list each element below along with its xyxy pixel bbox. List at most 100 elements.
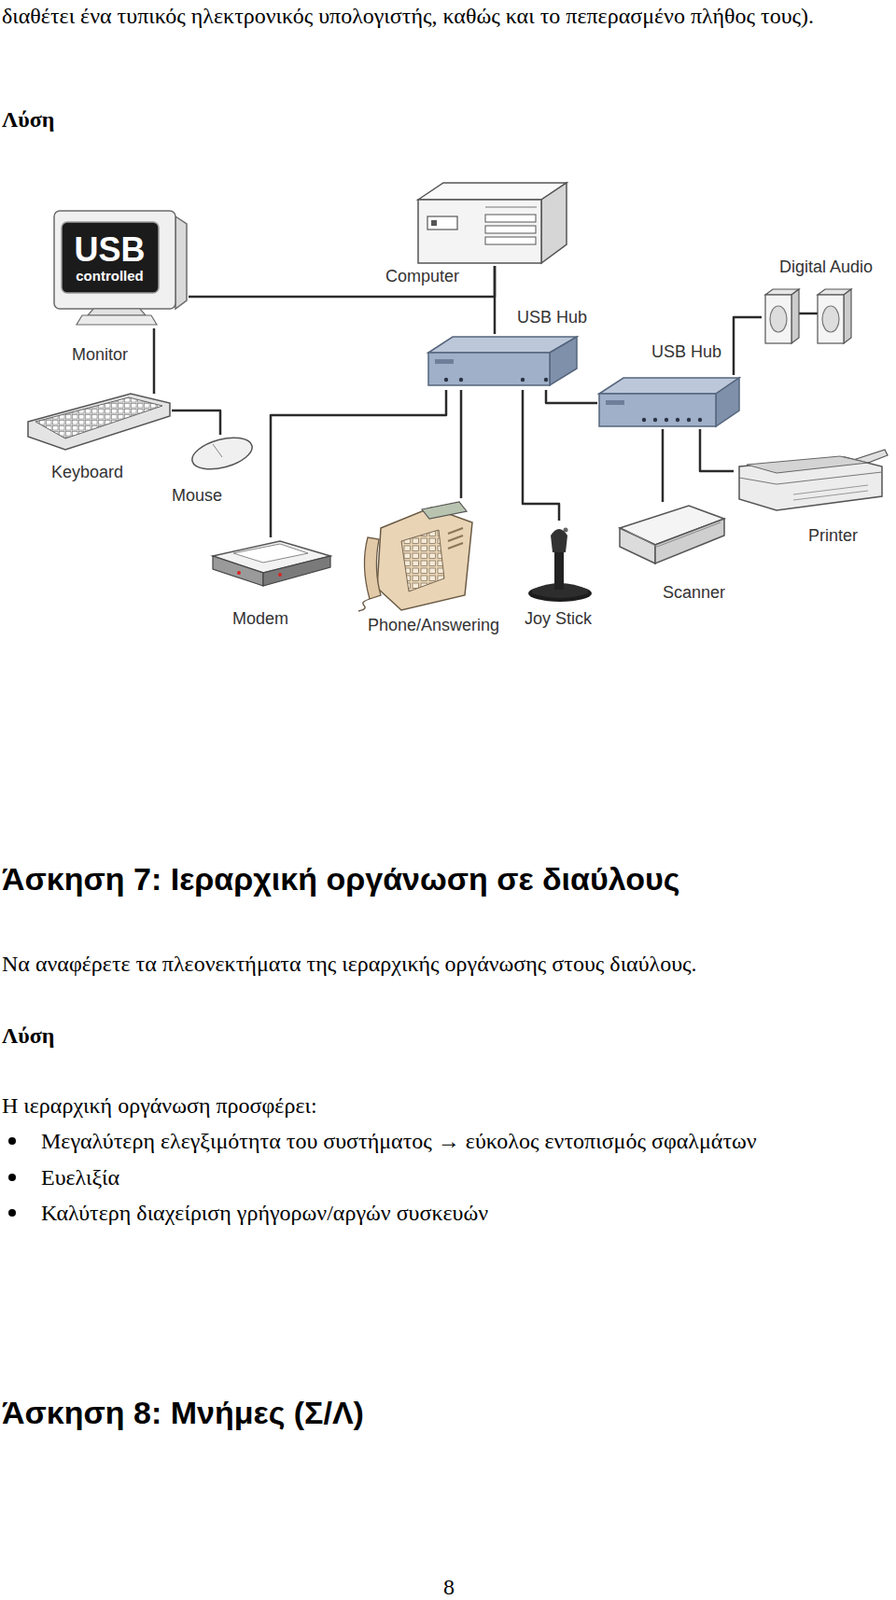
computer-drawing [418, 182, 567, 264]
printer-drawing [739, 457, 882, 511]
phone-drawing [364, 537, 381, 600]
scanner-drawing [619, 528, 656, 564]
paragraph-text: διαθέτει ένα τυπικός ηλεκτρονικός υπολογ… [1, 0, 895, 33]
usb-hub-drawing [715, 378, 740, 427]
usb-cable [270, 390, 447, 538]
scanner-drawing [625, 522, 721, 547]
phone-drawing [358, 599, 370, 612]
device-label: Mouse [171, 486, 223, 506]
phone-device: Phone/Answering [356, 498, 476, 615]
phone-drawing [448, 543, 463, 549]
usb-hub-drawing [675, 418, 680, 422]
printer-device: Printer [733, 448, 891, 514]
keyboard-device: Keyboard [26, 393, 172, 452]
usb-cable [522, 390, 560, 521]
joystick-drawing [528, 528, 592, 603]
bullet-dot [8, 1137, 16, 1146]
monitor-device: USB controlledMonitor [48, 205, 189, 329]
speaker-drawing [770, 306, 787, 333]
speaker-drawing [791, 289, 799, 344]
usb-hub-drawing [428, 336, 577, 386]
usb-hub-device: USB Hub [597, 375, 745, 430]
monitor-drawing [175, 216, 187, 309]
printer-drawing [739, 449, 888, 511]
computer-drawing [541, 182, 567, 264]
usb-hub-drawing [459, 378, 463, 382]
usb-hub-drawing [520, 378, 525, 382]
question-text: Να αναφέρετε τα πλεονεκτήματα της ιεραρχ… [1, 948, 889, 981]
keyboard-drawing [28, 393, 170, 450]
computer-drawing [485, 207, 537, 209]
computer-drawing [485, 214, 536, 223]
usb-cable [171, 410, 221, 435]
usb-hub-device: USB Hub [428, 334, 577, 391]
bullet-item: Καλύτερη διαχείριση γρήγορων/αργών συσκε… [41, 1197, 893, 1231]
solution-heading: Λύση [1, 103, 55, 137]
usb-cable [153, 328, 156, 394]
modem-drawing [212, 556, 264, 587]
bullet-dot [8, 1137, 16, 1218]
usb-hub-drawing [653, 418, 658, 422]
phone-drawing [401, 530, 445, 592]
device-label: Digital Audio [779, 257, 873, 278]
usb-hub-drawing [664, 418, 669, 422]
monitor-drawing [87, 308, 146, 316]
speaker-drawing [765, 294, 792, 344]
exercise-heading: Άσκηση 8: Μνήμες (Σ/Λ) [1, 1393, 889, 1433]
usb-hub-drawing [642, 418, 646, 422]
screen-text: USB controlled [63, 231, 156, 284]
modem-drawing [212, 541, 331, 587]
solution-heading: Λύση [1, 1020, 55, 1053]
printer-drawing [793, 485, 868, 495]
device-label: USB Hub [651, 342, 722, 363]
usb-hub-drawing [549, 336, 577, 386]
joystick-drawing [563, 528, 569, 533]
printer-drawing [746, 456, 868, 474]
speaker-drawing [798, 312, 818, 316]
speaker-device: Digital Audio [761, 285, 855, 348]
usb-cable [661, 429, 665, 503]
device-label: Printer [808, 526, 858, 546]
usb-cable [700, 429, 734, 472]
mouse-drawing [212, 444, 223, 458]
mouse-drawing [188, 432, 256, 476]
speaker-drawing [817, 294, 844, 344]
device-label: USB Hub [517, 308, 588, 328]
usb-hub-drawing [428, 352, 550, 386]
usb-hub-drawing [698, 418, 702, 422]
computer-drawing [485, 225, 536, 234]
modem-drawing [263, 556, 331, 587]
keyboard-drawing [28, 393, 170, 450]
printer-drawing [793, 490, 868, 501]
usb-hub-drawing [444, 378, 448, 382]
monitor-drawing [61, 222, 159, 294]
usb-cable [493, 266, 497, 335]
monitor-drawing [54, 210, 176, 309]
bullet-item: Ευελιξία [41, 1162, 893, 1195]
device-label: Scanner [662, 583, 726, 603]
bullet-item: Μεγαλύτερη ελεγξιμότητα του συστήματος →… [41, 1125, 893, 1159]
usb-cable [546, 390, 598, 404]
computer-drawing [485, 237, 536, 245]
exercise-heading: Άσκηση 7: Ιεραρχική οργάνωση σε διαύλους [1, 859, 889, 899]
phone-drawing [421, 502, 467, 519]
usb-hub-drawing [686, 418, 691, 422]
usb-hub-drawing [544, 378, 548, 382]
scanner-drawing [619, 505, 725, 564]
joystick-device: Joy Stick [511, 520, 612, 605]
device-label: Joy Stick [524, 609, 592, 630]
speaker-drawing [843, 289, 852, 344]
keyboard-drawing [35, 397, 163, 439]
scanner-device: Scanner [616, 502, 728, 568]
phone-drawing [358, 502, 473, 612]
mouse-device: Mouse [182, 434, 258, 473]
device-label: Keyboard [51, 462, 124, 483]
monitor-drawing [54, 210, 187, 325]
modem-drawing [278, 573, 282, 577]
modem-device: Modem [209, 537, 335, 590]
monitor-drawing [76, 315, 157, 325]
phone-drawing [448, 535, 463, 542]
device-label: Monitor [71, 345, 128, 365]
usb-hub-drawing [434, 359, 454, 364]
